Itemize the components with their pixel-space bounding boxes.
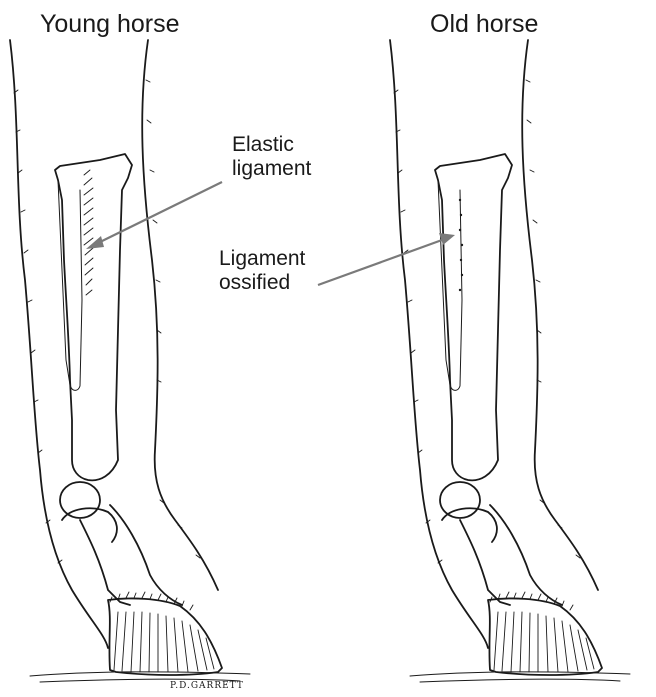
young-horse-leg: [10, 40, 250, 682]
elastic-ligament-label: Elastic ligament: [232, 133, 311, 181]
old-horse-title: Old horse: [430, 10, 538, 38]
ligament-ossified-arrow: [318, 240, 442, 285]
ligament-ossified-label-line2: ossified: [219, 271, 305, 295]
old-horse-leg: [390, 40, 630, 682]
elastic-ligament-arrowhead: [86, 236, 104, 249]
elastic-ligament-label-line2: ligament: [232, 157, 311, 181]
young-horse-title: Young horse: [40, 10, 179, 38]
elastic-ligament-arrow: [98, 182, 222, 243]
ligament-ossified-label: Ligament ossified: [219, 247, 305, 295]
elastic-ligament-hatching: [84, 170, 93, 295]
artist-signature: P.D.GARRETT: [170, 681, 244, 691]
elastic-ligament-label-line1: Elastic: [232, 133, 311, 157]
ossified-ligament-dots: [459, 199, 463, 291]
ligament-ossified-arrowhead: [439, 233, 455, 245]
ligament-ossified-label-line1: Ligament: [219, 247, 305, 271]
